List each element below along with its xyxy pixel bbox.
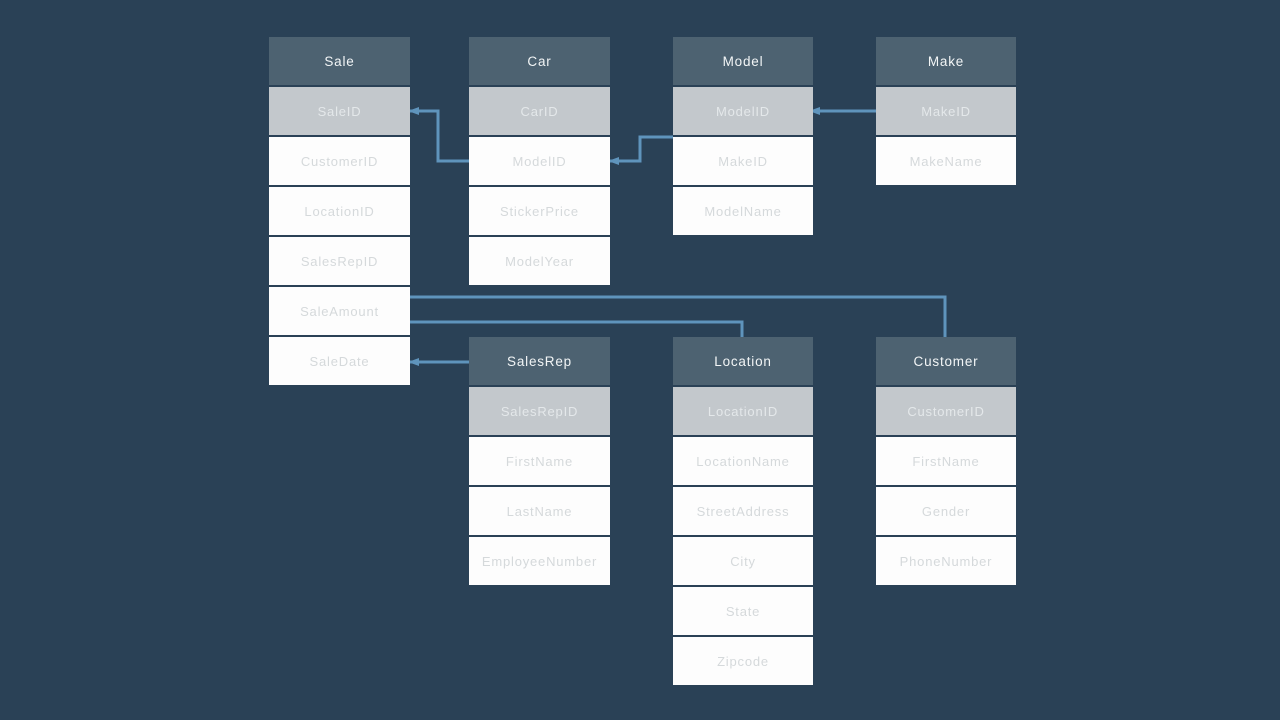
field-locationid-pk: LocationID: [673, 387, 813, 435]
field-locationname: LocationName: [673, 437, 813, 485]
table-salesrep-title: SalesRep: [469, 337, 610, 385]
table-sale: Sale SaleID CustomerID LocationID SalesR…: [269, 37, 410, 387]
field-stickerprice: StickerPrice: [469, 187, 610, 235]
table-car-title: Car: [469, 37, 610, 85]
table-customer: Customer CustomerID FirstName Gender Pho…: [876, 337, 1016, 587]
field-zipcode: Zipcode: [673, 637, 813, 685]
field-modelyear: ModelYear: [469, 237, 610, 285]
table-make: Make MakeID MakeName: [876, 37, 1016, 187]
table-model: Model ModelID MakeID ModelName: [673, 37, 813, 237]
relation-line-sale-location: [410, 320, 744, 337]
table-make-title: Make: [876, 37, 1016, 85]
field-saleamount: SaleAmount: [269, 287, 410, 335]
field-gender: Gender: [876, 487, 1016, 535]
table-customer-title: Customer: [876, 337, 1016, 385]
table-salesrep: SalesRep SalesRepID FirstName LastName E…: [469, 337, 610, 587]
field-modelname: ModelName: [673, 187, 813, 235]
field-state: State: [673, 587, 813, 635]
field-saledate: SaleDate: [269, 337, 410, 385]
field-modelid-pk: ModelID: [673, 87, 813, 135]
field-customerid-pk: CustomerID: [876, 387, 1016, 435]
relation-line-sale-customer: [410, 295, 947, 337]
table-car: Car CarID ModelID StickerPrice ModelYear: [469, 37, 610, 287]
field-phonenumber: PhoneNumber: [876, 537, 1016, 585]
field-carid: CarID: [469, 87, 610, 135]
table-model-title: Model: [673, 37, 813, 85]
field-locationid: LocationID: [269, 187, 410, 235]
table-location: Location LocationID LocationName StreetA…: [673, 337, 813, 687]
field-makename: MakeName: [876, 137, 1016, 185]
field-salesrepid: SalesRepID: [269, 237, 410, 285]
field-employeenumber: EmployeeNumber: [469, 537, 610, 585]
field-customerid: CustomerID: [269, 137, 410, 185]
relation-line-car-model: [610, 135, 673, 163]
relation-line-sale-car: [410, 109, 469, 163]
field-makeid-fk: MakeID: [673, 137, 813, 185]
table-location-title: Location: [673, 337, 813, 385]
field-saleid: SaleID: [269, 87, 410, 135]
field-lastname: LastName: [469, 487, 610, 535]
field-firstname: FirstName: [469, 437, 610, 485]
field-cust-firstname: FirstName: [876, 437, 1016, 485]
field-modelid: ModelID: [469, 137, 610, 185]
table-sale-title: Sale: [269, 37, 410, 85]
field-makeid-pk: MakeID: [876, 87, 1016, 135]
field-salesrepid-pk: SalesRepID: [469, 387, 610, 435]
field-city: City: [673, 537, 813, 585]
field-streetaddress: StreetAddress: [673, 487, 813, 535]
